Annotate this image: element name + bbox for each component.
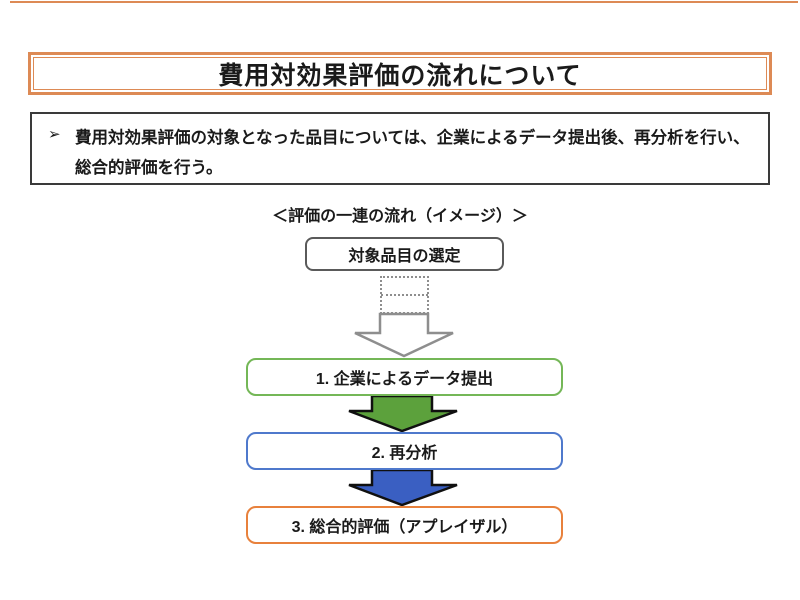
title-banner-inner-frame: 費用対効果評価の流れについて <box>33 57 767 90</box>
dotted-placeholder-divider <box>381 294 428 296</box>
summary-line-1: 費用対効果評価の対象となった品目については、企業によるデータ提出後、再分析を行い… <box>75 129 750 147</box>
flow-step-2-box: 2. 再分析 <box>246 432 563 470</box>
flow-arrow-blue-icon <box>348 469 458 507</box>
title-banner: 費用対効果評価の流れについて <box>28 52 772 95</box>
dotted-placeholder-box <box>380 276 429 314</box>
top-accent-rule <box>10 1 798 3</box>
flow-arrow-green-icon <box>348 395 458 433</box>
flow-start-box: 対象品目の選定 <box>305 237 504 271</box>
summary-line-2: 総合的評価を行う。 <box>75 159 223 177</box>
flow-step-1-box: 1. 企業によるデータ提出 <box>246 358 563 396</box>
summary-text: 費用対効果評価の対象となった品目については、企業によるデータ提出後、再分析を行い… <box>75 123 750 183</box>
flow-arrow-outline-icon <box>354 312 454 358</box>
summary-callout: ➢ 費用対効果評価の対象となった品目については、企業によるデータ提出後、再分析を… <box>30 112 770 185</box>
flow-step-3-box: 3. 総合的評価（アプレイザル） <box>246 506 563 544</box>
arrow-bullet-icon: ➢ <box>48 126 61 143</box>
page-title: 費用対効果評価の流れについて <box>218 61 582 90</box>
flow-heading: ＜評価の一連の流れ（イメージ）＞ <box>272 208 528 225</box>
